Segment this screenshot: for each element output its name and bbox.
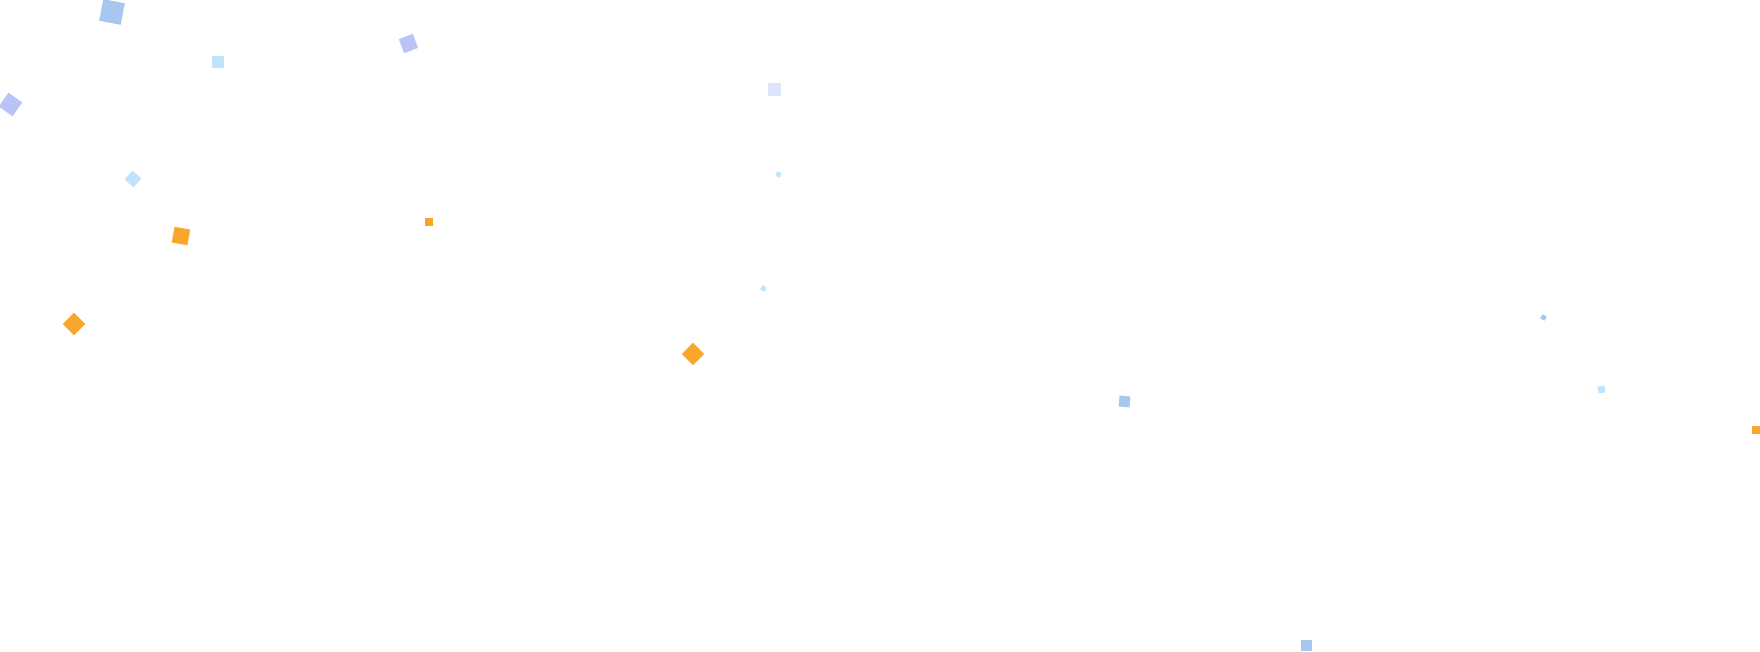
confetti-piece <box>775 171 782 178</box>
confetti-piece <box>1118 395 1131 408</box>
confetti-piece <box>62 312 86 336</box>
confetti-piece <box>425 218 433 226</box>
confetti-piece <box>0 92 23 117</box>
confetti-piece <box>760 285 767 292</box>
confetti-piece <box>1597 385 1606 394</box>
confetti-piece <box>681 342 705 366</box>
confetti-piece <box>1301 640 1312 651</box>
confetti-piece <box>124 170 142 188</box>
confetti-piece <box>99 0 125 25</box>
confetti-piece <box>398 33 419 54</box>
confetti-piece <box>212 56 224 68</box>
confetti-piece <box>171 226 191 246</box>
confetti-piece <box>1752 426 1760 434</box>
confetti-piece <box>768 83 781 96</box>
confetti-piece <box>1540 314 1547 321</box>
